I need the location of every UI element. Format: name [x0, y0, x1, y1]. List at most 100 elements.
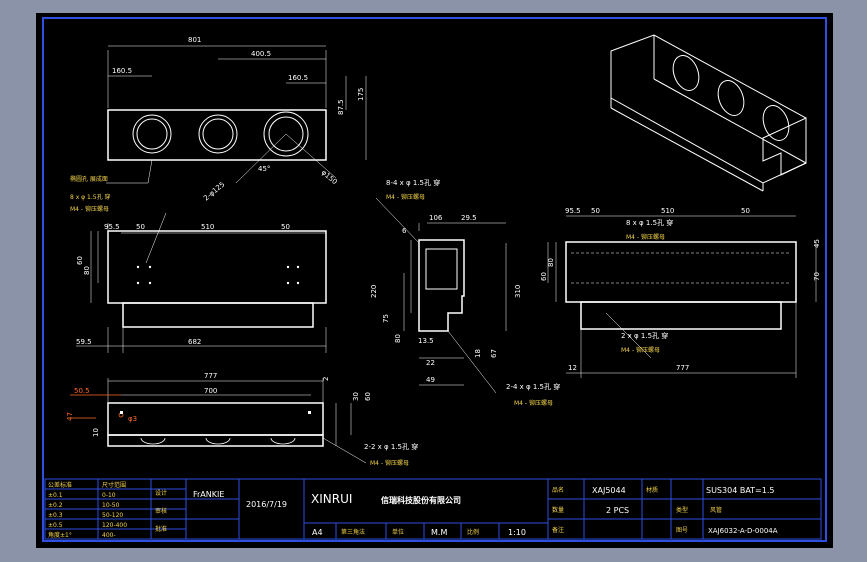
tb-type-label: 类型 [676, 506, 688, 514]
border [42, 17, 827, 542]
bottom-dim-60: 60 [364, 392, 372, 401]
dim-510: 510 [201, 223, 214, 231]
tb-col2-label: 120-400 [102, 522, 127, 529]
tb-part-no: XAJ5044 [592, 486, 626, 495]
right-dim-60: 60 [540, 272, 548, 281]
dim-80-side: 80 [394, 334, 402, 343]
tb-left-label: 公差标准 [48, 481, 72, 489]
tb-left-label: ±0.2 [48, 502, 63, 509]
tb-col2-label: 10-50 [102, 502, 120, 509]
right-view [547, 215, 817, 378]
side-view [375, 197, 507, 394]
right-dim-510: 510 [661, 207, 674, 215]
tb-designer: FrANKIE [193, 490, 224, 499]
dim-45-deg: 45° [258, 165, 270, 173]
tb-col2-label: 0-10 [102, 492, 116, 499]
right-note-holes: 8 x φ 1.5孔 穿 [626, 218, 673, 227]
tb-left-label: ±0.5 [48, 522, 63, 529]
dim-50-right: 50 [281, 223, 290, 231]
dim-400-5: 400.5 [251, 50, 271, 58]
right-dim-12: 12 [568, 364, 577, 372]
tb-company-en: XINRUI [311, 492, 352, 506]
title-block [44, 478, 822, 540]
dim-160-5-left: 160.5 [112, 67, 132, 75]
right-dim-95-5: 95.5 [565, 207, 581, 215]
bottom-dim-phi-3: φ3 [128, 415, 137, 423]
dim-59-5: 59.5 [76, 338, 92, 346]
dim-310: 310 [514, 285, 522, 298]
tb-col2-label: 400- [102, 532, 116, 539]
bottom-dim-47: 47 [66, 412, 74, 421]
tb-row-label: 设计 [155, 489, 167, 497]
bottom-view-holes [120, 411, 311, 414]
side-note-2x4: 2-4 x φ 1.5孔 穿 [506, 382, 560, 391]
dim-29-5: 29.5 [461, 214, 477, 222]
dim-106: 106 [429, 214, 443, 222]
top-note-holes: 8 x φ 1.5孔 穿 [70, 193, 111, 201]
dim-6: 6 [402, 227, 407, 235]
dim-18: 18 [474, 349, 482, 358]
tb-date: 2016/7/19 [246, 500, 287, 509]
tb-col2-label: 50-120 [102, 512, 123, 519]
dim-80: 80 [83, 266, 91, 275]
tb-type: 风管 [710, 506, 722, 514]
tb-left-label: ±0.3 [48, 512, 63, 519]
right-dim-45: 45 [813, 239, 821, 248]
side-note-holes: 8-4 x φ 1.5孔 穿 [386, 178, 440, 187]
dim-22: 22 [426, 359, 435, 367]
tb-qty: 2 PCS [606, 506, 629, 515]
bottom-note-m: M4 - 铆压螺母 [370, 459, 409, 467]
dim-49: 49 [426, 376, 435, 384]
tb-material: SUS304 BAT=1.5 [706, 486, 774, 495]
tb-row-label: 批准 [155, 525, 167, 533]
tb-qty-label: 数量 [552, 506, 564, 514]
dim-phi-150: φ150 [320, 168, 339, 186]
dim-95-5: 95.5 [104, 223, 120, 231]
tb-col2-label: 尺寸范围 [102, 481, 126, 489]
isometric-view [610, 34, 807, 192]
dim-60: 60 [76, 256, 84, 265]
bottom-dim-700: 700 [204, 387, 217, 395]
dim-67: 67 [490, 349, 498, 358]
right-note-m: M4 - 铆压螺母 [626, 233, 665, 241]
top-view [76, 212, 327, 353]
tb-unit-label: 单位 [392, 528, 404, 536]
dim-87-5: 87.5 [337, 99, 345, 115]
tb-material-label: 材质 [646, 486, 658, 494]
right-dim-50-right: 50 [741, 207, 750, 215]
tb-left-label: 角度±1° [48, 531, 72, 539]
tb-company-cn: 信瑞科技股份有限公司 [381, 495, 461, 505]
right-dim-777: 777 [676, 364, 689, 372]
right-note-m2: M4 - 铆压螺母 [621, 346, 660, 354]
bottom-view [107, 378, 367, 464]
side-note-m2: M4 - 铆压螺母 [514, 399, 553, 407]
tb-left-label: ±0.1 [48, 492, 63, 499]
bottom-dim-2: 2 [322, 377, 330, 381]
tb-scale-label: 比例 [467, 528, 479, 536]
tb-angle: 第三角法 [341, 528, 365, 536]
cad-drawing: 801 400.5 160.5 160.5 175 87.5 2-φ125 φ1… [42, 17, 827, 542]
top-note-m: M4 - 铆压螺母 [70, 205, 109, 213]
tb-part-label: 品名 [552, 486, 564, 494]
tb-dwg-no: XAJ6032-A-D-0004A [708, 527, 778, 535]
bottom-note-2x2: 2-2 x φ 1.5孔 穿 [364, 442, 418, 451]
right-dim-80: 80 [547, 258, 555, 267]
top-view-holes [136, 265, 300, 285]
dim-220: 220 [370, 285, 378, 298]
tb-size: A4 [312, 528, 323, 537]
bottom-dim-777: 777 [204, 372, 217, 380]
dim-75: 75 [382, 314, 390, 323]
side-note-m: M4 - 铆压螺母 [386, 193, 425, 201]
label-oval: 椭圆孔 展成面 [70, 175, 108, 183]
bottom-dim-50-5: 50.5 [74, 387, 90, 395]
tb-remark-label: 备注 [552, 526, 564, 534]
bottom-view-orange [70, 394, 124, 419]
right-note-2x: 2 x φ 1.5孔 穿 [621, 331, 668, 340]
dim-2x-phi-125: 2-φ125 [202, 180, 226, 202]
tb-unit: M.M [431, 528, 447, 537]
right-dim-50-left: 50 [591, 207, 600, 215]
tb-dwg-label: 图号 [676, 527, 688, 534]
bottom-dim-10: 10 [92, 428, 100, 437]
tb-row-label: 审核 [155, 507, 167, 515]
dim-175: 175 [357, 88, 365, 101]
